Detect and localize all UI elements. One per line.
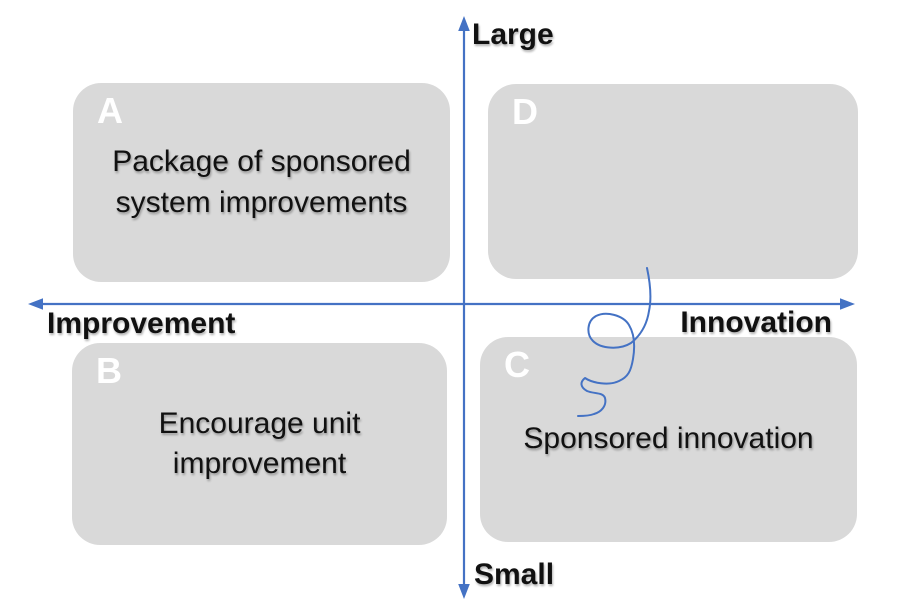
axis-label-innovation: Innovation — [680, 306, 832, 339]
up-arrowhead-icon — [458, 16, 470, 31]
quadrant-letter-d: D — [512, 91, 538, 132]
right-arrowhead-icon — [840, 298, 855, 310]
vertical-axis — [458, 16, 470, 599]
axis-label-small: Small — [474, 558, 555, 591]
quadrant-text-b: Encourage unit improvement — [158, 406, 361, 480]
axis-label-improvement: Improvement — [47, 307, 236, 340]
quadrant-letter-b: B — [96, 350, 122, 391]
quadrant-box-b: B Encourage unit improvement — [72, 343, 447, 545]
quadrant-text-a: Package of sponsored system improvements — [112, 145, 411, 219]
quadrant-box-a: A Package of sponsored system improvemen… — [73, 83, 450, 282]
left-arrowhead-icon — [28, 298, 43, 310]
quadrant-box-c: C Sponsored innovation — [480, 337, 857, 542]
quadrant-letter-a: A — [97, 90, 123, 131]
quadrant-letter-c: C — [504, 344, 530, 385]
axis-label-large: Large — [472, 18, 554, 51]
quadrant-box-d: D — [488, 84, 858, 279]
quadrant-text-c: Sponsored innovation — [523, 422, 814, 456]
down-arrowhead-icon — [458, 584, 470, 599]
